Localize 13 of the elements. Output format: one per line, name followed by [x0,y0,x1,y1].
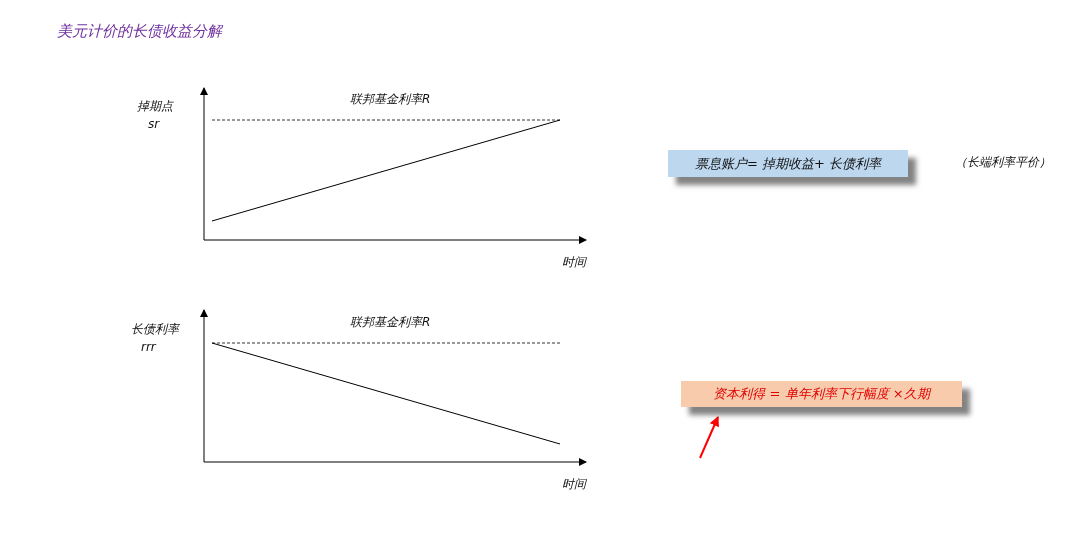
formula-box: 资本利得 = 单年利率下行幅度 ×久期 [681,381,962,407]
line-label: 联邦基金利率R [350,315,431,330]
formula-box: 票息账户= 掉期收益+ 长债利率 [668,150,908,177]
axis-label: 掉期点 [137,99,173,114]
axis-label: 长债利率 [131,322,179,337]
axis-label: rrr [141,340,156,355]
arrow [699,416,719,459]
axis-label: sr [148,117,160,132]
axis-label: 时间 [562,255,586,270]
diagram-title: 美元计价的长债收益分解 [57,22,222,40]
axis-label: 时间 [562,477,586,492]
line-label: 联邦基金利率R [350,92,431,107]
note-text: （长端利率平价） [955,155,1051,170]
